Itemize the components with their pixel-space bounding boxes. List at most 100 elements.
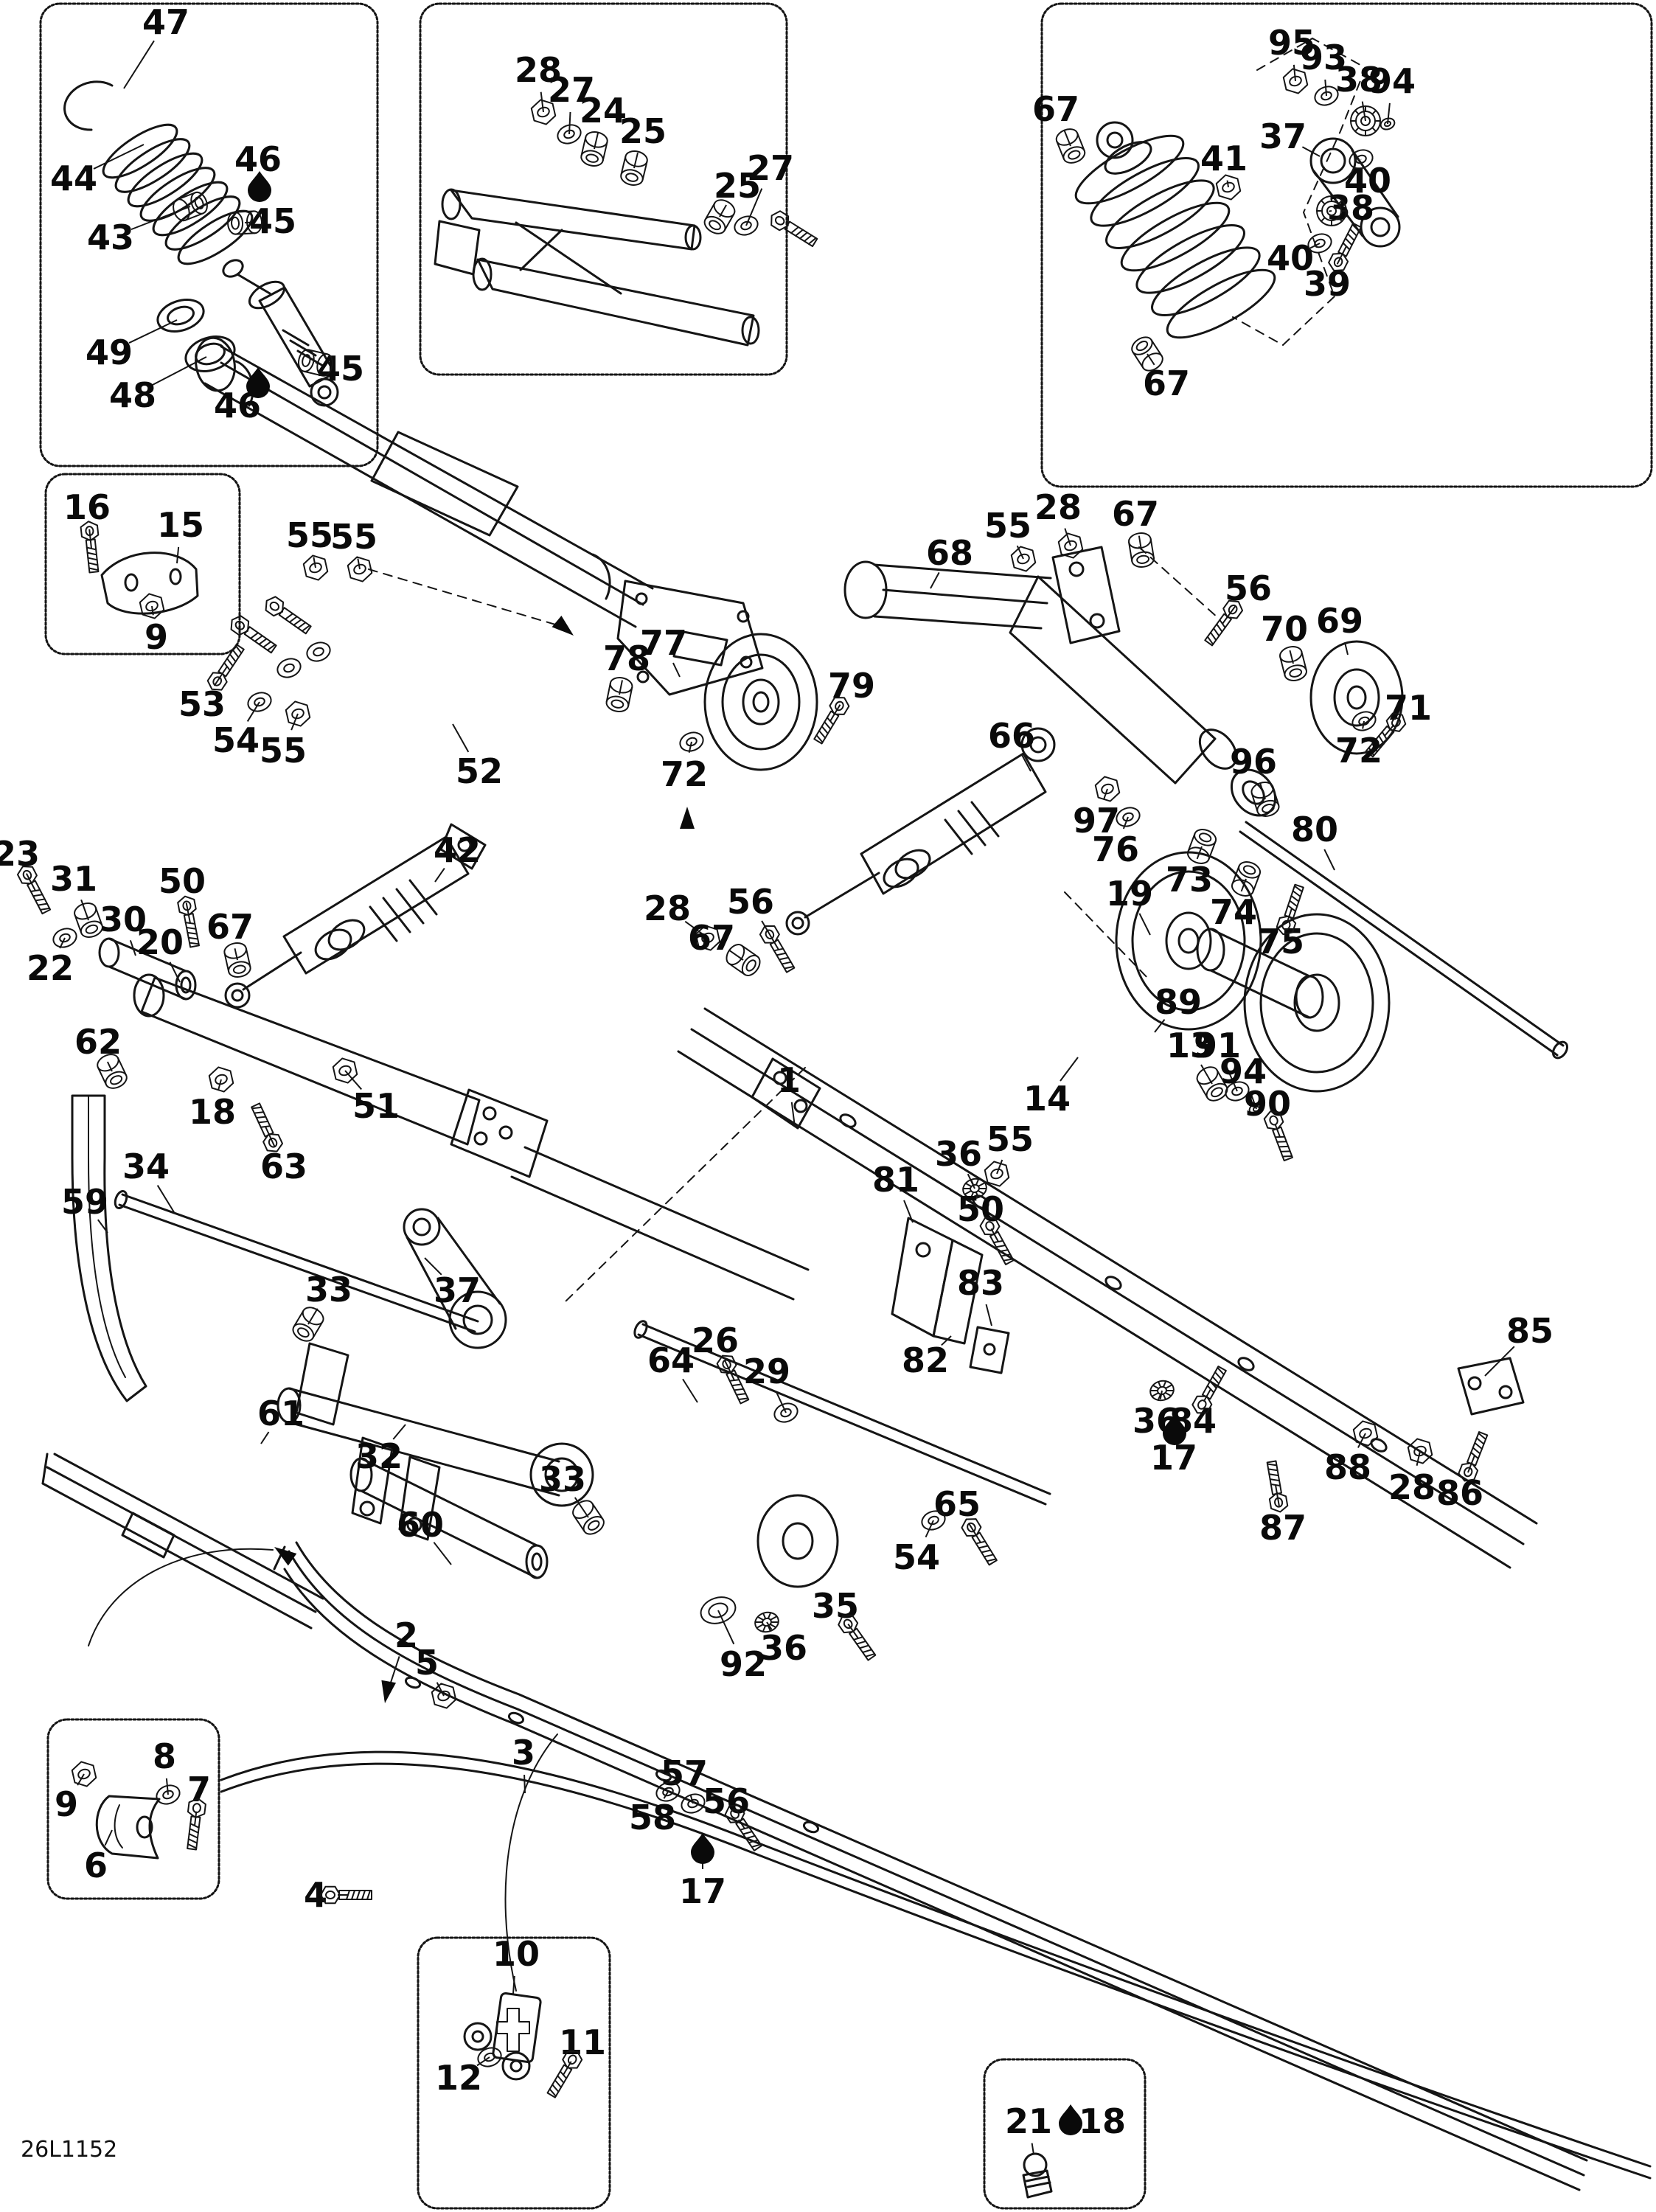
callout-64: 64 xyxy=(647,1340,698,1403)
artwork-shape xyxy=(964,1182,972,1187)
artwork-shape xyxy=(1209,969,1311,1019)
callout-81: 81 xyxy=(872,1160,919,1223)
leader-line xyxy=(452,723,470,753)
part-number: 4 xyxy=(304,1875,327,1915)
artwork-shape xyxy=(1346,685,1367,710)
callout-27: 27 xyxy=(548,70,595,145)
leader-line xyxy=(1102,788,1108,801)
part-number: 96 xyxy=(1230,742,1277,782)
artwork-shape xyxy=(773,1071,787,1085)
leader-line xyxy=(1203,1388,1211,1402)
artwork-shape xyxy=(773,1402,799,1423)
artwork-shape xyxy=(320,1885,341,1905)
artwork-shape xyxy=(735,1393,747,1396)
artwork-shape xyxy=(745,959,756,972)
artwork-shape xyxy=(915,1242,931,1258)
artwork-shape xyxy=(802,1820,820,1834)
callout-59: 59 xyxy=(61,1182,108,1234)
artwork-shape xyxy=(978,1190,985,1195)
artwork-shape xyxy=(739,1826,751,1831)
artwork-shape xyxy=(967,1522,976,1533)
callout-36: 36 xyxy=(935,1134,987,1200)
direction-arrow-icon xyxy=(274,1547,297,1566)
part-number: 80 xyxy=(1291,810,1338,849)
artwork-shape xyxy=(1349,228,1357,237)
artwork-shape xyxy=(439,823,487,870)
leader-line xyxy=(260,1431,270,1444)
callout-54: 54 xyxy=(893,1510,946,1577)
leader-line xyxy=(930,571,940,589)
artwork-shape xyxy=(63,80,114,131)
part-number: 89 xyxy=(1155,982,1202,1022)
artwork-shape xyxy=(71,1761,97,1787)
callout-85: 85 xyxy=(1484,1311,1554,1377)
artwork-shape xyxy=(546,2051,583,2098)
part-number: 46 xyxy=(234,139,282,179)
artwork-shape xyxy=(1383,120,1392,128)
artwork-shape xyxy=(1378,734,1385,745)
artwork-shape xyxy=(53,1453,324,1600)
part-number: 21 xyxy=(1005,2101,1052,2141)
part-number: 27 xyxy=(747,148,794,188)
artwork-shape xyxy=(1216,623,1223,633)
artwork-shape xyxy=(1152,1384,1159,1389)
artwork-shape xyxy=(873,563,1052,580)
callout-93: 93 xyxy=(1300,38,1347,106)
leader-line xyxy=(93,144,145,170)
artwork-shape xyxy=(227,210,262,235)
artwork-shape xyxy=(1301,650,1307,671)
callout-86: 86 xyxy=(1436,1431,1489,1513)
artwork-shape xyxy=(1252,873,1261,893)
artwork-shape xyxy=(1266,1460,1282,1495)
artwork-shape xyxy=(162,1790,174,1800)
artwork-shape xyxy=(1269,1115,1278,1126)
artwork-shape xyxy=(1055,128,1086,164)
part-number: 19 xyxy=(1106,874,1153,914)
artwork-shape xyxy=(1274,1135,1286,1138)
artwork-shape xyxy=(1214,1371,1222,1380)
artwork-shape xyxy=(531,1552,543,1571)
artwork-shape xyxy=(288,1387,560,1463)
artwork-shape xyxy=(962,1178,987,1200)
artwork-shape xyxy=(1292,890,1301,897)
artwork-shape xyxy=(782,1522,814,1560)
artwork-shape xyxy=(546,2064,573,2098)
callout-67: 67 xyxy=(688,918,761,977)
artwork-shape xyxy=(254,635,263,642)
artwork-shape xyxy=(1309,640,1404,755)
callout-23: 23 xyxy=(0,834,52,915)
artwork-shape xyxy=(636,670,650,684)
part-number: 32 xyxy=(355,1436,403,1476)
artwork-shape xyxy=(408,879,438,916)
callout-41: 41 xyxy=(1200,139,1248,201)
artwork-shape xyxy=(515,221,622,295)
artwork-shape xyxy=(288,616,298,623)
artwork-shape xyxy=(1026,2181,1051,2188)
artwork-shape xyxy=(1023,2152,1048,2177)
artwork-shape xyxy=(978,1545,989,1549)
artwork-shape xyxy=(177,895,200,948)
artwork-shape xyxy=(314,928,352,961)
artwork-shape xyxy=(605,682,611,703)
leader-line xyxy=(1484,1346,1515,1377)
artwork-shape xyxy=(741,316,760,345)
artwork-shape xyxy=(944,818,973,855)
artwork-shape xyxy=(370,431,519,537)
artwork-shape xyxy=(783,965,795,970)
part-number: 68 xyxy=(926,533,973,573)
part-number: 47 xyxy=(142,2,189,42)
callout-28: 28 xyxy=(1388,1438,1436,1507)
artwork-shape xyxy=(289,339,317,357)
artwork-shape xyxy=(97,1054,128,1089)
artwork-shape xyxy=(740,220,752,231)
artwork-shape xyxy=(37,902,48,906)
leader-line xyxy=(217,1079,222,1091)
artwork-shape xyxy=(1116,807,1141,827)
artwork-shape xyxy=(175,970,197,1001)
callout-71: 71 xyxy=(1365,688,1432,758)
artwork-shape xyxy=(1051,546,1121,644)
artwork-shape xyxy=(969,1326,1010,1374)
artwork-shape xyxy=(1250,782,1280,817)
artwork-shape xyxy=(223,662,231,671)
